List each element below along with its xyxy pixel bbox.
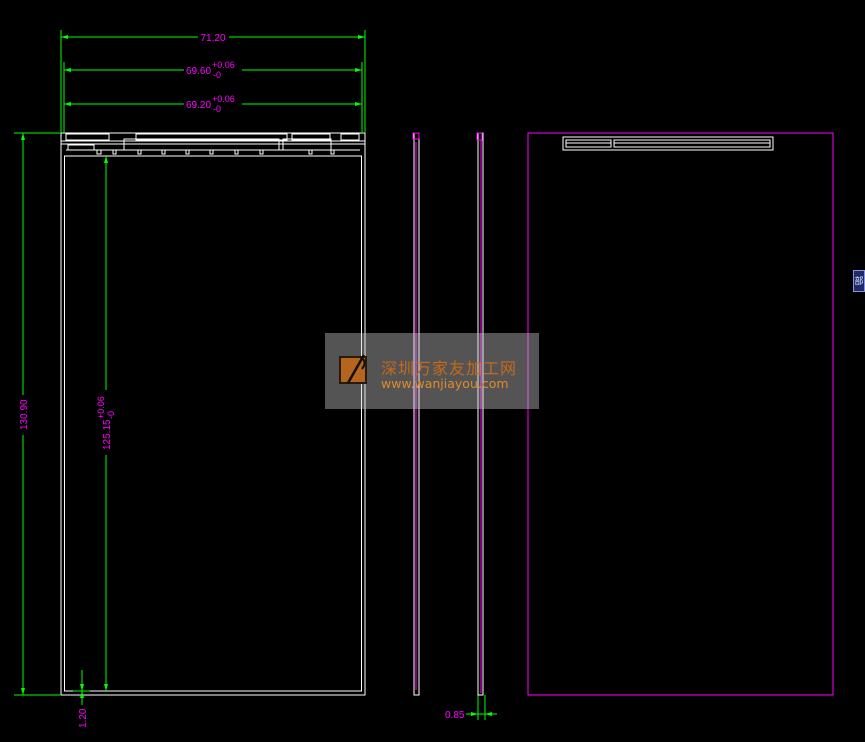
dim-inner-width-1: 69.60 — [186, 66, 211, 77]
front-top-tab-right-a — [291, 133, 331, 141]
dim-inner-height-tol-plus: +0.06 — [96, 396, 106, 419]
side-tab[interactable]: 部 — [853, 270, 865, 292]
watermark-chinese-text: 深圳万家友加工网 — [381, 359, 518, 378]
dim-inner-height: 125.15 — [102, 419, 113, 450]
dim-inner-height-tol-minus: -0 — [106, 411, 116, 419]
watermark-logo-icon — [339, 354, 367, 384]
side-view-b — [476, 132, 484, 696]
front-ribbon-block-2 — [282, 138, 332, 151]
front-top-tab-left — [65, 133, 110, 141]
back-outer-frame — [527, 132, 834, 696]
back-view — [527, 132, 834, 696]
dim-overall-width: 71.20 — [200, 33, 225, 44]
dim-inner-width-1-tol-plus: +0.06 — [212, 60, 235, 70]
watermark-url: www.wanjiayou.com — [381, 376, 509, 391]
front-notches — [96, 150, 335, 155]
front-top-tab-center — [135, 133, 288, 141]
front-outer-frame — [60, 132, 366, 696]
dim-thickness: 0.85 — [445, 710, 465, 721]
dimension-arrows — [21, 35, 492, 716]
front-top-tab-right-b — [340, 133, 360, 141]
dim-inner-width-2: 69.20 — [186, 100, 211, 111]
front-ribbon-block — [123, 138, 280, 151]
dim-overall-height: 130.90 — [19, 399, 30, 430]
dim-inner-width-2-tol-minus: -0 — [213, 104, 221, 114]
dimension-text: 71.20 69.60 +0.06 -0 69.20 +0.06 -0 130.… — [19, 33, 465, 728]
dim-inner-width-1-tol-minus: -0 — [213, 70, 221, 80]
watermark: 深圳万家友加工网 www.wanjiayou.com — [325, 333, 539, 409]
dim-bottom-offset: 1.20 — [78, 708, 89, 728]
front-view — [60, 132, 366, 696]
dim-inner-width-2-tol-plus: +0.06 — [212, 94, 235, 104]
side-view-a — [412, 132, 420, 696]
front-inner-frame — [64, 155, 362, 692]
front-ribbon-block-left — [67, 144, 95, 151]
